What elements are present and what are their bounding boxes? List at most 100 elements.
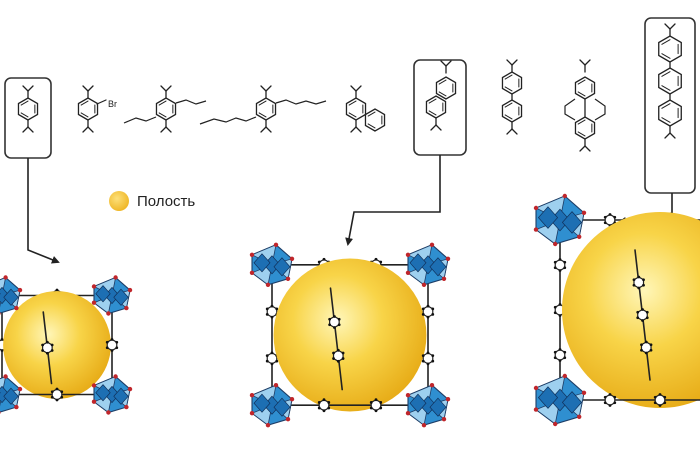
metal-cluster: [0, 275, 23, 316]
carbon-atom: [653, 401, 657, 405]
oxygen-atom: [562, 193, 567, 199]
bromo-substituent-label: Br: [108, 99, 117, 109]
strut-ring: [604, 393, 616, 407]
metal-cluster: [405, 242, 451, 287]
cluster-tetrahedron: [253, 253, 271, 273]
carbon-atom: [421, 359, 425, 363]
carbon-atom: [558, 258, 562, 261]
carbon-atom: [332, 351, 335, 355]
carbon-atom: [563, 266, 567, 270]
linker-tetrahydropyrene-dicarboxylate: [564, 59, 606, 152]
carbon-atom: [608, 393, 612, 396]
carbon-atom: [632, 283, 636, 287]
carbon-atom: [0, 349, 4, 352]
oxygen-atom: [405, 252, 411, 257]
carbon-atom: [327, 406, 331, 410]
cluster-tetrahedron: [429, 397, 447, 417]
oxygen-atom: [421, 423, 427, 428]
carbon-atom: [275, 359, 279, 363]
carbon-atom: [658, 404, 662, 407]
oxygen-atom: [17, 287, 23, 293]
strut-ring: [422, 305, 434, 318]
carbon-atom: [553, 266, 557, 270]
linker-bdc: [17, 85, 39, 133]
oxygen-atom: [127, 386, 133, 392]
oxygen-atom: [405, 411, 411, 416]
carbon-atom: [636, 310, 640, 314]
oxygen-atom: [0, 311, 1, 316]
framework-small: [0, 275, 133, 415]
carbon-atom: [374, 409, 378, 413]
benzene-ring: [658, 35, 682, 63]
carbon-atom: [637, 275, 641, 279]
carbon-atom: [45, 340, 49, 344]
oxygen-atom: [562, 373, 567, 379]
benzene-ring: [501, 99, 523, 123]
carbon-atom: [115, 340, 119, 344]
oxygen-atom: [14, 305, 19, 311]
carbon-atom: [649, 343, 653, 347]
oxygen-atom: [91, 300, 97, 305]
cluster-tetrahedron: [429, 257, 447, 277]
linker-strut: [632, 249, 653, 381]
carbon-atom: [332, 357, 335, 360]
strut-ring: [329, 315, 340, 329]
carbon-atom: [317, 260, 321, 264]
carbon-atom: [653, 395, 657, 399]
oxygen-atom: [106, 410, 111, 415]
carbon-atom: [613, 401, 617, 405]
carbon-atom: [379, 406, 383, 410]
carbon-atom: [603, 395, 607, 399]
carbon-atom: [563, 350, 567, 354]
cavity-sphere: [562, 212, 700, 408]
carbon-atom: [421, 312, 425, 316]
carbon-atom: [553, 260, 557, 264]
cluster-tetrahedron: [537, 386, 559, 409]
carbon-atom: [641, 308, 644, 311]
carbon-atom: [265, 359, 269, 363]
cluster-tetrahedron: [3, 288, 19, 306]
benzene-ring: [501, 71, 523, 95]
carbon-atom: [632, 278, 636, 282]
carbon-atom: [55, 288, 59, 292]
carbon-atom: [640, 343, 643, 347]
oxygen-atom: [429, 242, 435, 247]
strut-ring: [654, 393, 666, 407]
carbon-atom: [60, 390, 64, 394]
cavity-sphere: [3, 291, 111, 399]
linker-terphenyl-dicarboxylate: [658, 23, 682, 139]
cluster-tetrahedron: [273, 257, 291, 277]
carbon-atom: [270, 304, 274, 308]
carbon-atom: [558, 359, 562, 362]
carbon-atom: [322, 409, 326, 413]
oxygen-atom: [553, 241, 558, 247]
carbon-atom: [337, 317, 341, 321]
strut-ring: [370, 399, 382, 412]
carbon-atom: [105, 340, 109, 344]
carbon-atom: [336, 359, 340, 363]
cluster-tetrahedron: [95, 285, 111, 303]
oxygen-atom: [405, 393, 411, 398]
oxygen-atom: [533, 205, 539, 211]
strut-ring: [42, 341, 53, 354]
oxygen-atom: [289, 397, 295, 402]
linker-strut: [559, 393, 700, 407]
benzene-ring: [658, 67, 682, 95]
carbon-atom: [553, 311, 557, 315]
carbon-atom: [426, 304, 430, 308]
metal-cluster: [533, 193, 587, 247]
carbon-atom: [341, 351, 345, 355]
benzene-ring: [658, 99, 682, 127]
linker-box-2: [413, 59, 467, 156]
metal-cluster: [0, 374, 23, 415]
carbon-atom: [603, 401, 607, 405]
carbon-atom: [41, 343, 45, 347]
cluster-tetrahedron: [95, 384, 111, 402]
carbon-atom: [421, 307, 425, 311]
framework-medium: [249, 242, 451, 428]
legend-cavity-label: Полость: [137, 193, 195, 210]
carbon-atom: [563, 260, 567, 264]
carbon-atom: [642, 283, 645, 287]
linker-strut: [271, 398, 429, 413]
